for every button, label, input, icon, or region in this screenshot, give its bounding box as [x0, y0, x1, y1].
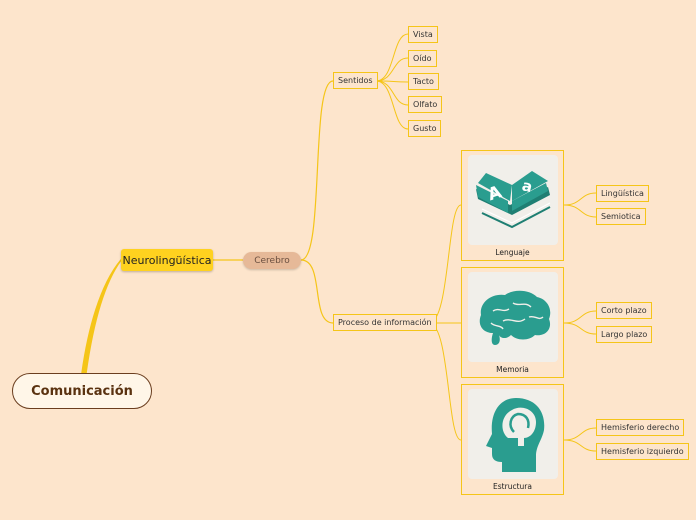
brain-icon [468, 272, 558, 362]
lenguaje-child[interactable]: Semiotica [596, 208, 646, 225]
proceso-node[interactable]: Proceso de información [333, 314, 437, 331]
card-caption: Lenguaje [495, 248, 530, 257]
hub-node[interactable]: Cerebro [243, 252, 301, 269]
sentido-item[interactable]: Oído [408, 50, 437, 67]
memoria-card[interactable]: Memoria [461, 267, 564, 378]
lenguaje-child[interactable]: Lingüística [596, 185, 649, 202]
estructura-child[interactable]: Hemisferio derecho [596, 419, 685, 436]
estructura-card[interactable]: Estructura [461, 384, 564, 495]
estructura-child[interactable]: Hemisferio izquierdo [596, 443, 689, 460]
card-caption: Estructura [493, 482, 532, 491]
hub-sentidos-connector [300, 80, 334, 261]
card-caption: Memoria [496, 365, 529, 374]
svg-text:a: a [520, 176, 534, 196]
root-node[interactable]: Comunicación [12, 373, 152, 409]
sentido-item[interactable]: Olfato [408, 96, 443, 113]
head-brain-icon [468, 389, 558, 479]
sentido-item[interactable]: Tacto [408, 73, 439, 90]
sentido-item[interactable]: Vista [408, 26, 438, 43]
memoria-child[interactable]: Corto plazo [596, 302, 652, 319]
book-letters-icon: A a [468, 155, 558, 245]
card-child-connectors [563, 192, 597, 452]
memoria-child[interactable]: Largo plazo [596, 326, 653, 343]
main-topic-node[interactable]: Neurolingüística [121, 249, 213, 271]
root-connector [81, 259, 122, 374]
sentidos-leaf-connectors [375, 33, 409, 130]
sentido-item[interactable]: Gusto [408, 120, 442, 137]
hub-proceso-connector [300, 259, 334, 324]
lenguaje-card[interactable]: A a Lenguaje [461, 150, 564, 261]
sentidos-node[interactable]: Sentidos [333, 72, 378, 89]
